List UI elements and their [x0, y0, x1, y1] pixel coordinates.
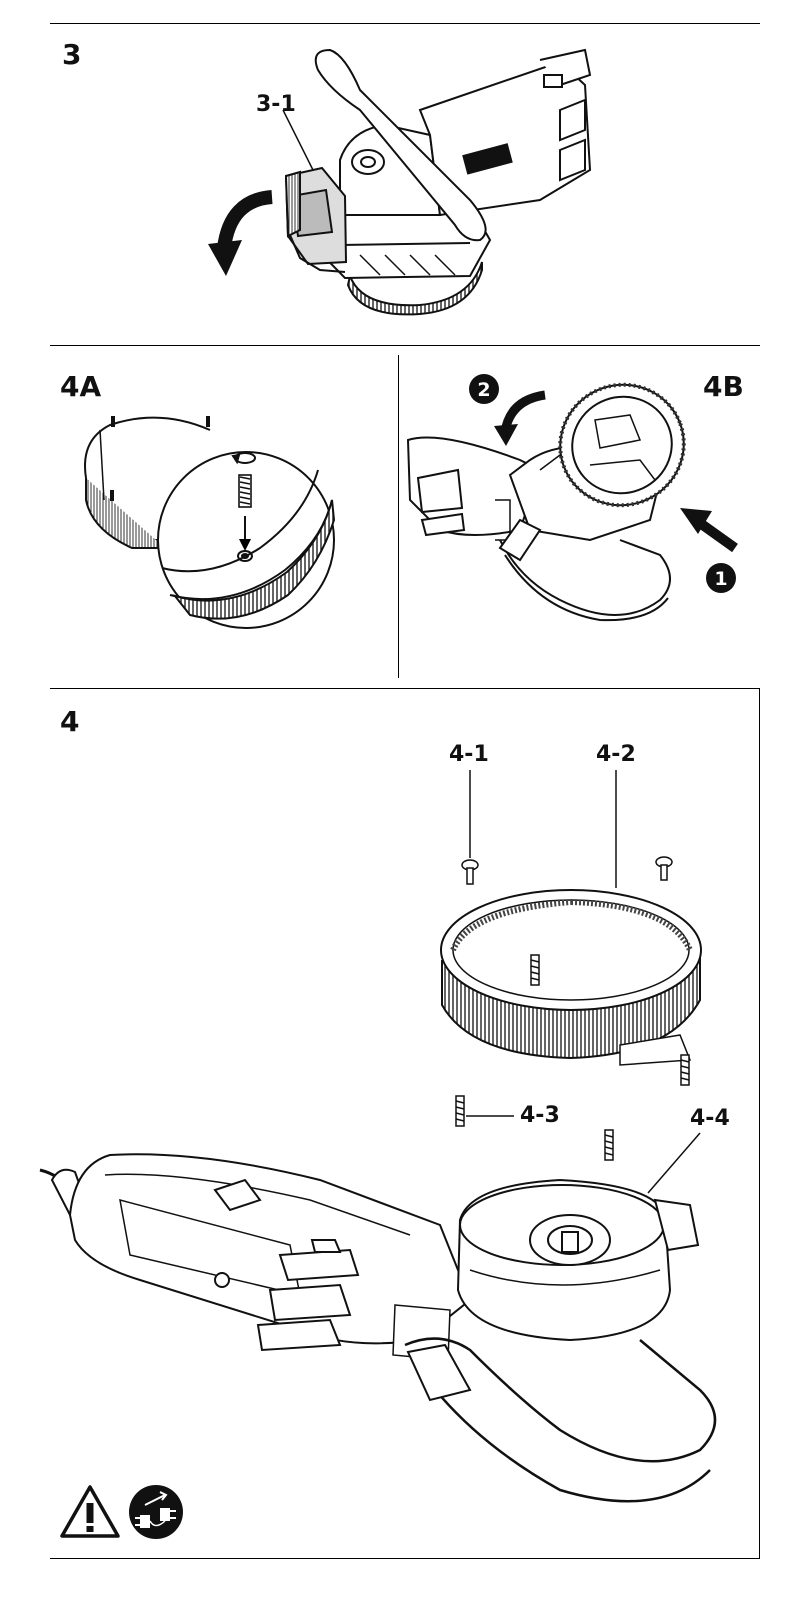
- panel-4-leader-lines: [466, 770, 701, 1194]
- callout-4-1: 4-1: [449, 742, 489, 767]
- panel-4b-number: 4B: [703, 370, 744, 403]
- step-1-badge: 1: [706, 563, 736, 593]
- panel-4-number: 4: [60, 705, 80, 738]
- rule-under-4a-4b: [50, 688, 760, 689]
- panel-4-right-border: [759, 688, 760, 1558]
- panel-3-illustration: [282, 48, 592, 316]
- rotate-arrow-icon: [231, 452, 256, 465]
- callout-4-2: 4-2: [596, 742, 636, 767]
- rule-divider-4a-4b: [398, 355, 399, 678]
- springs-4-3: [455, 954, 690, 1161]
- screw-right: [655, 856, 673, 881]
- step-1-label: 1: [714, 568, 727, 590]
- brush-ring-4-2: [440, 889, 702, 1066]
- callout-4-4: 4-4: [690, 1106, 730, 1131]
- push-arrow-icon: [680, 508, 738, 553]
- warning-triangle-icon: [60, 1485, 120, 1538]
- callout-4-3: 4-3: [520, 1103, 560, 1128]
- panel-4b-illustration: [406, 382, 686, 622]
- step-2-label: 2: [477, 379, 490, 401]
- bottom-rule: [50, 1558, 760, 1559]
- panel-3-number: 3: [62, 38, 82, 71]
- tilt-arrow-icon: [494, 390, 546, 446]
- step-2-badge: 2: [469, 374, 499, 404]
- callout-3-1: 3-1: [256, 92, 296, 117]
- grinder-body: [39, 1153, 717, 1503]
- screw-4-1: [461, 859, 479, 885]
- rule-under-3: [50, 345, 760, 346]
- rotate-flap-arrow-icon: [208, 190, 273, 276]
- unplug-power-icon: [129, 1485, 183, 1539]
- top-rule: [50, 23, 760, 24]
- panel-4a-number: 4A: [60, 370, 102, 403]
- panel-4a-illustration: [84, 416, 336, 629]
